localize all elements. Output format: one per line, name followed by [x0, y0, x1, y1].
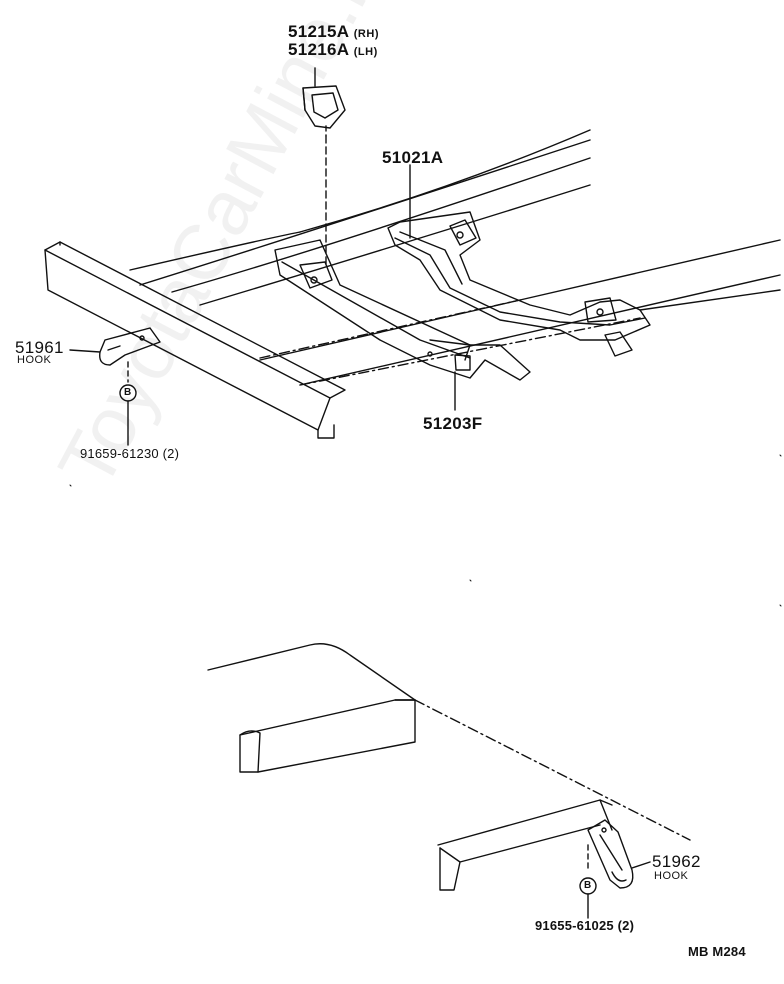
part-number-51215a: 51215A	[288, 22, 349, 41]
frame-rail-lower	[207, 643, 613, 891]
crossmember-51203f	[274, 239, 531, 381]
specks	[69, 454, 782, 607]
label-51962: 51962	[652, 852, 701, 871]
part-number-51216a: 51216A	[288, 40, 349, 59]
side-lh: (LH)	[353, 46, 378, 58]
hook-51961	[69, 327, 161, 383]
label-51021a: 51021A	[382, 148, 444, 167]
label-51961: 51961	[15, 338, 64, 357]
leader-lines	[409, 164, 456, 411]
front-cross-beam	[44, 241, 346, 439]
figure-code: MB M284	[688, 944, 746, 959]
hook-51962	[587, 819, 651, 889]
label-51216a: 51216A (LH)	[288, 40, 378, 60]
label-51961-hook: HOOK	[17, 354, 52, 366]
bolt-marker-top-letter: B	[124, 387, 132, 398]
label-51203f: 51203F	[423, 414, 483, 433]
guide-lines-lower	[414, 699, 691, 841]
bolt-marker-top	[119, 384, 137, 446]
side-rh: (RH)	[353, 28, 379, 40]
label-91659: 91659-61230 (2)	[80, 446, 180, 461]
frame-rails-upper	[129, 129, 781, 386]
guide-lines-upper	[259, 299, 641, 386]
bolt-marker-bottom	[579, 877, 597, 919]
bolt-marker-bottom-letter: B	[584, 880, 592, 891]
crossmember-51021a	[387, 211, 651, 357]
bracket-51215a	[302, 67, 346, 269]
label-51962-hook: HOOK	[654, 870, 689, 882]
label-51215a: 51215A (RH)	[288, 22, 379, 42]
label-91655: 91655-61025 (2)	[535, 918, 635, 933]
